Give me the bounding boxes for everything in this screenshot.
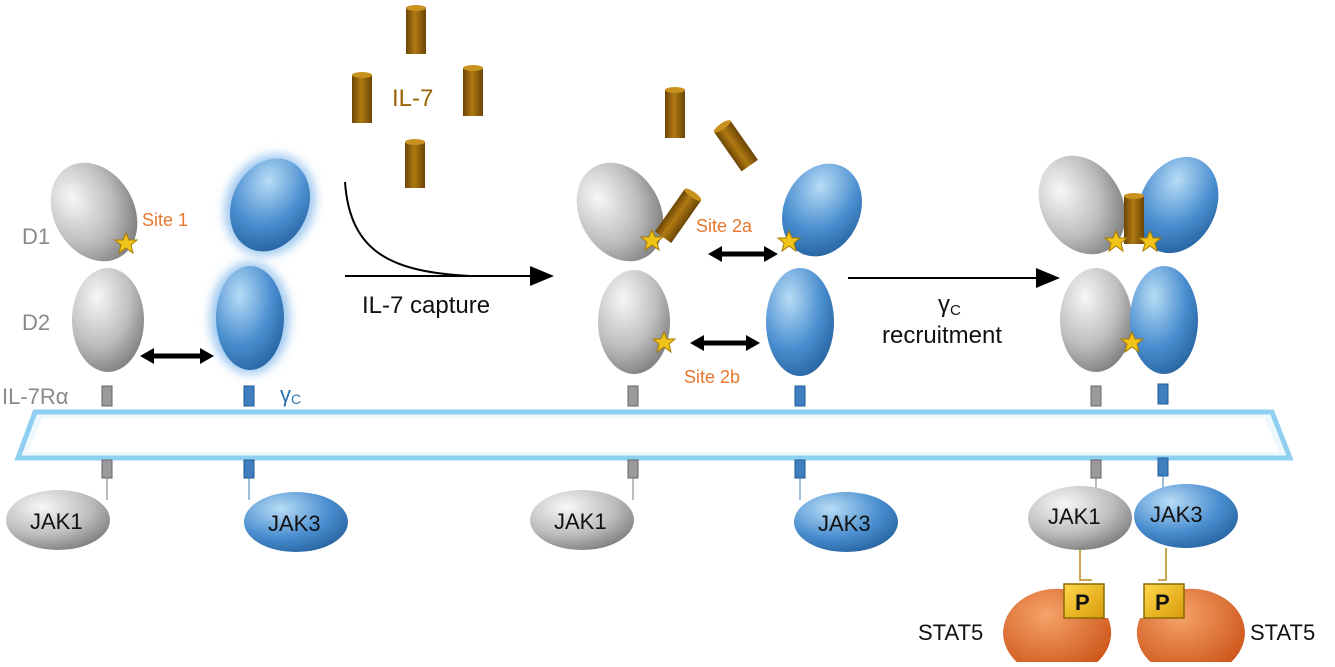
phospho-label-right: P [1155,590,1170,615]
stat5-label-left: STAT5 [918,620,983,645]
gammac-d1-domain [1137,156,1219,254]
il7-cylinder [352,72,372,123]
il7ra-tm [101,459,113,479]
capture-curve [344,181,471,277]
stat5-protein-left [1003,588,1112,667]
stat5-label-right: STAT5 [1250,620,1315,645]
jak1-label-1: JAK1 [30,509,83,534]
jak1-protein [530,490,634,550]
il7-cylinder [406,5,426,54]
il7-cylinder [713,120,758,172]
jak1-label-2: JAK1 [554,509,607,534]
gammac-tm [243,459,255,479]
gammac-d2-domain [1130,266,1198,374]
state-ternary-complex [1003,155,1245,667]
phospho-badge [1063,583,1105,619]
gammac-d1-domain [782,163,862,257]
il7ra-d2-domain [598,270,670,374]
d2-label: D2 [22,310,50,335]
state-il7-captured [530,87,898,552]
jak1-label-3: JAK1 [1048,504,1101,529]
gammac-d1-domain [230,158,310,252]
stat5-protein-right [1136,588,1245,667]
site2a-label: Site 2a [696,216,753,236]
il7-cylinder [665,87,685,138]
jak3-protein [794,492,898,552]
d1-label: D1 [22,224,50,249]
gammac-stalk [243,385,255,407]
il7-cylinder [405,139,425,188]
gammac-d2-domain [216,266,284,370]
il7-cylinder [463,65,483,116]
il7ra-stalk [101,385,113,407]
jak3-label-3: JAK3 [1150,502,1203,527]
phospho-badge [1143,583,1185,619]
il7ra-label: IL-7Rα [2,384,69,409]
il7-label: IL-7 [392,85,433,112]
jak1-protein [1028,486,1132,550]
il7-bound-cylinder [1124,193,1144,244]
il7ra-d1-domain [576,162,664,262]
step2-label-line2: recruitment [882,322,1002,349]
state-unbound [6,154,348,552]
gammac-d2-domain [766,268,834,376]
step2-label-line1: γC [938,291,961,319]
il7ra-d2-domain [1060,268,1132,372]
jak1-protein [6,490,110,550]
step1-label: IL-7 capture [362,292,490,319]
jak3-protein [1134,484,1238,548]
jak3-label-2: JAK3 [818,511,871,536]
il7ra-d1-domain [50,162,138,262]
jak3-label-1: JAK3 [268,511,321,536]
phospho-label-left: P [1075,590,1090,615]
il7ra-d2-domain [72,268,144,372]
jak3-protein [244,492,348,552]
gamma-c-label: γC [280,382,301,407]
site1-label: Site 1 [142,210,188,230]
il7-cytokines-free [352,5,483,188]
il7-bound-cylinder [654,188,702,244]
site2b-label: Site 2b [684,367,740,387]
il7ra-d1-domain [1038,155,1126,255]
